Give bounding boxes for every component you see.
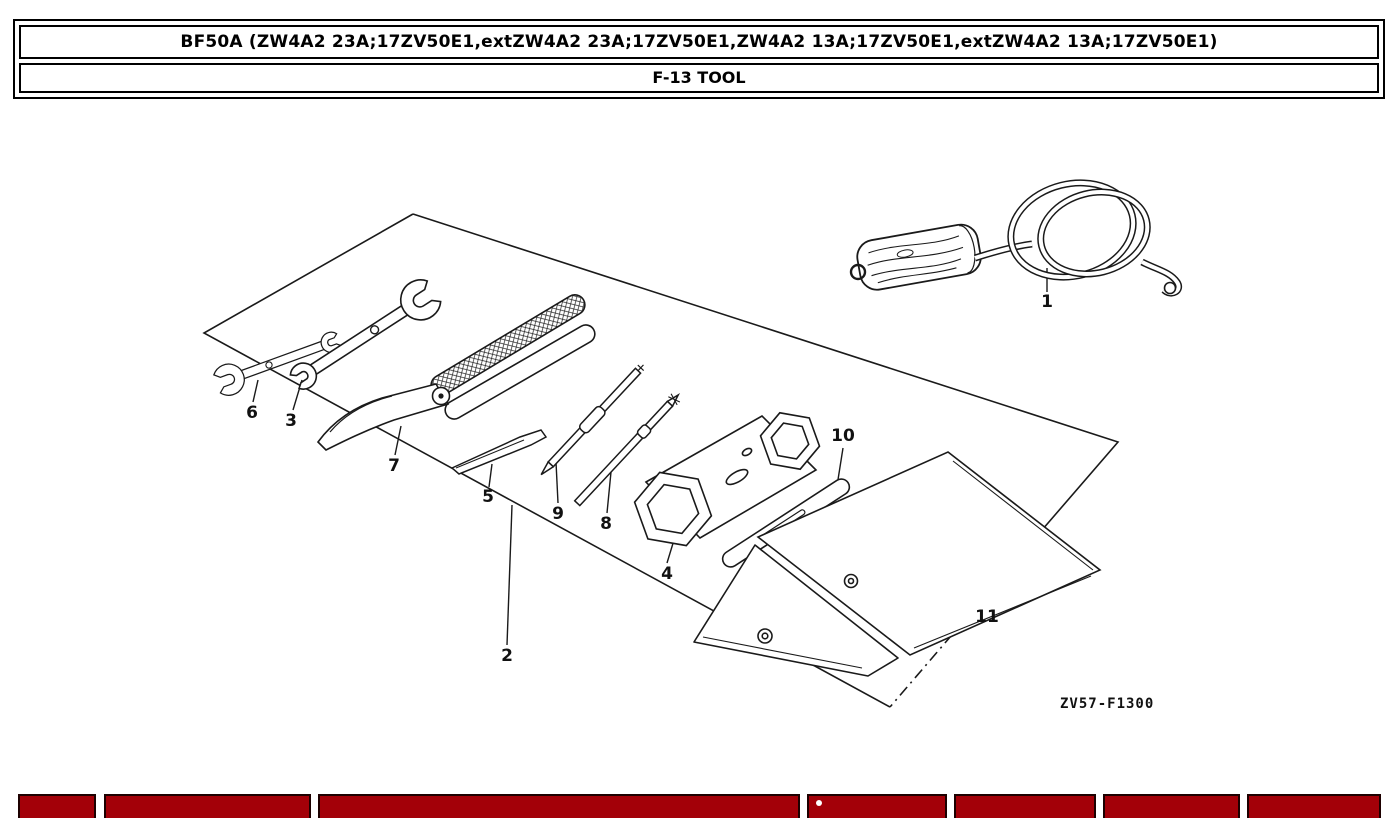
open-end-wrench-large: [283, 273, 446, 400]
rope-grip-handle: [856, 223, 982, 291]
section-title: F-13 TOOL: [19, 63, 1379, 93]
rope-end-loop: [849, 263, 867, 281]
part-label-10: 10: [831, 426, 855, 446]
tool-tray-outline: [202, 213, 1120, 708]
screwdriver-shaft-phillips: [573, 392, 681, 507]
part-label-1: 1: [1041, 292, 1053, 312]
page-title: BF50A (ZW4A2 23A;17ZV50E1,extZW4A2 23A;1…: [19, 25, 1379, 59]
footer-nav-segment-6[interactable]: [1103, 794, 1240, 818]
tool-bag: [693, 451, 1102, 677]
rope-knot: [1163, 281, 1177, 295]
part-label-11: 11: [975, 607, 999, 627]
footer-nav-segment-2[interactable]: [104, 794, 311, 818]
part-label-4: 4: [661, 564, 673, 584]
part-label-2: 2: [501, 646, 513, 666]
footer-nav-segment-7[interactable]: [1247, 794, 1381, 818]
footer-nav: [0, 794, 1399, 818]
diagram-code: ZV57-F1300: [1060, 696, 1155, 712]
part-label-6: 6: [246, 403, 258, 423]
screwdriver-shaft-flat: [540, 364, 645, 476]
part-label-9: 9: [552, 504, 564, 524]
header: BF50A (ZW4A2 23A;17ZV50E1,extZW4A2 23A;1…: [13, 19, 1385, 99]
part-label-7: 7: [388, 456, 400, 476]
rope-coil: [973, 179, 1182, 297]
box-wrench: [633, 411, 821, 547]
part-label-8: 8: [600, 514, 612, 534]
pliers: [316, 294, 596, 451]
starter-rope: [849, 179, 1182, 297]
footer-nav-segment-3[interactable]: [318, 794, 800, 818]
footer-nav-segment-4[interactable]: [807, 794, 947, 818]
screwdriver-blade: [450, 429, 548, 475]
footer-nav-segment-5[interactable]: [954, 794, 1096, 818]
part-label-5: 5: [482, 487, 494, 507]
part-label-3: 3: [285, 411, 297, 431]
footer-bullet-icon: [816, 800, 822, 806]
footer-nav-segment-1[interactable]: [18, 794, 96, 818]
